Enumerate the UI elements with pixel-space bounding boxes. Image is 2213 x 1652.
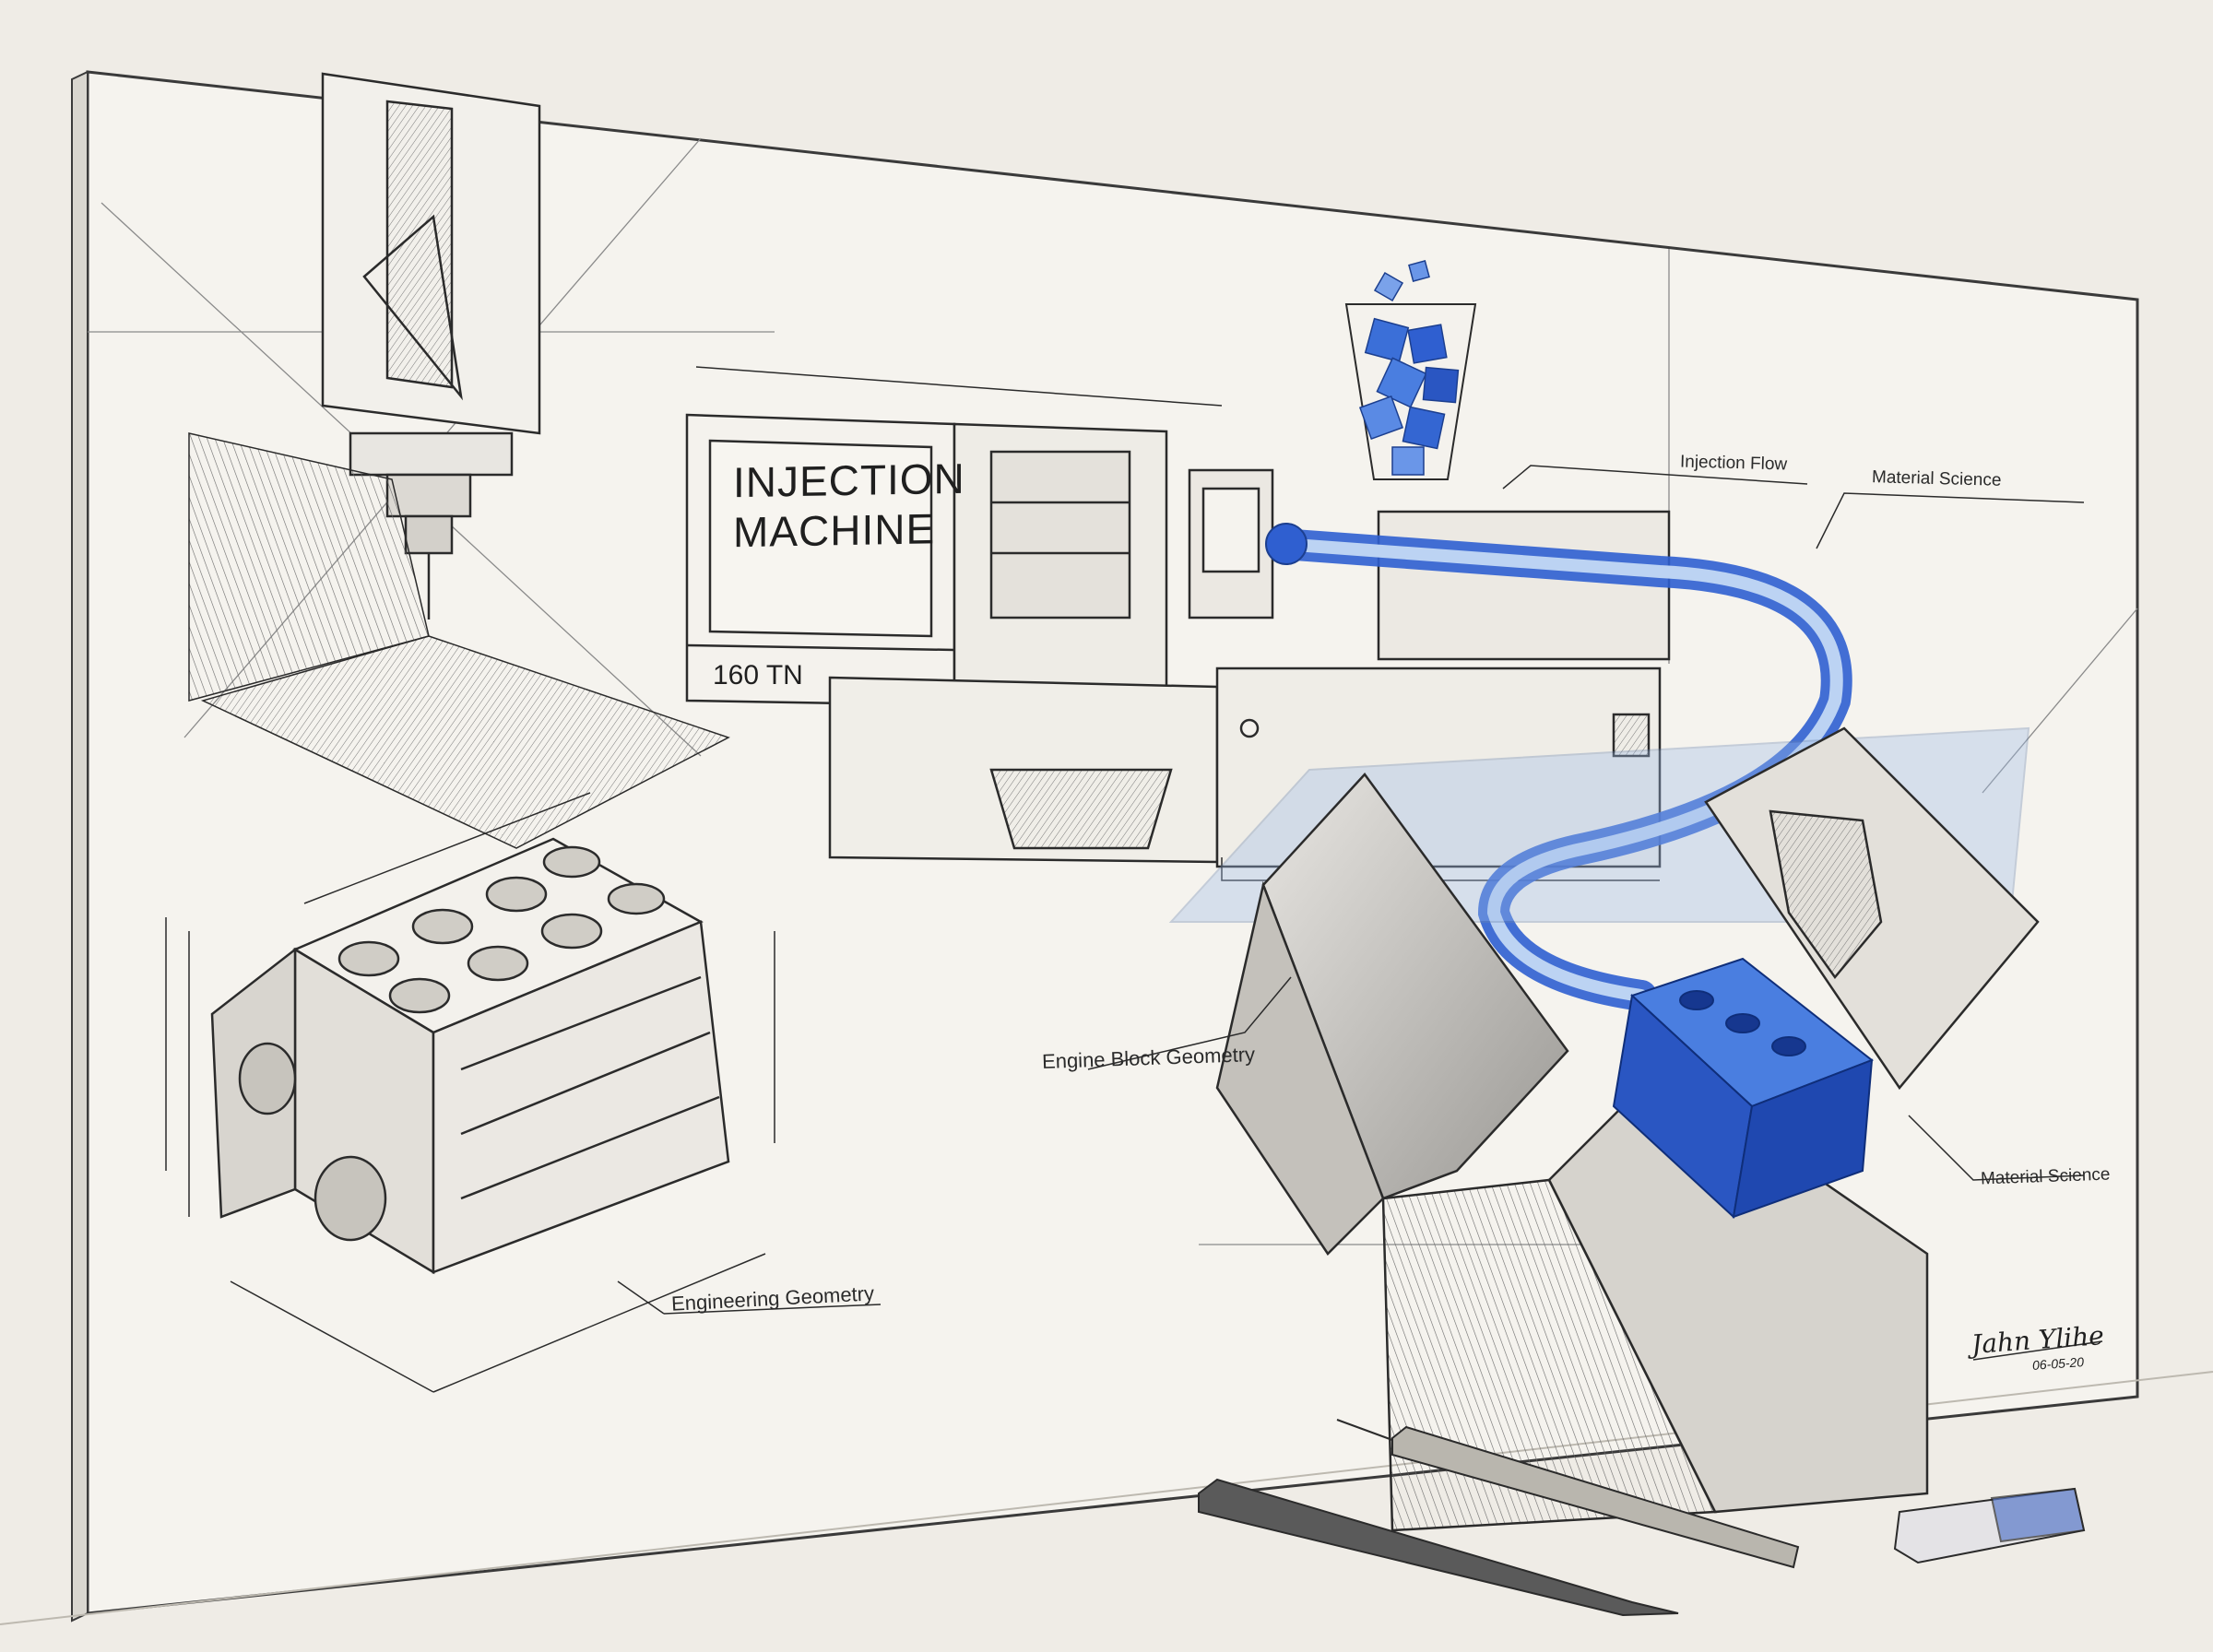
signature-underline (1972, 1340, 2103, 1361)
callout-leaders (1087, 465, 2085, 1181)
blue-engine-block (1612, 957, 1875, 1219)
callout-material-science-top: Material Science (1871, 467, 2002, 490)
machine-title-line2: MACHINE (733, 504, 936, 557)
cnc-spindle (188, 72, 730, 849)
machine-tonnage: 160 TN (713, 660, 803, 690)
injection-flow-tube (1265, 523, 1852, 1011)
polyhedral-blocks (1215, 726, 2040, 1532)
engine-block-sketch (165, 792, 775, 1393)
engineering-geometry-leader (617, 1280, 665, 1315)
signature-date: 06-05-20 (2031, 1354, 2085, 1373)
callout-material-science-side: Material Science (1980, 1164, 2111, 1189)
machine-title-line1: INJECTION (733, 454, 965, 507)
callout-injection-flow: Injection Flow (1679, 452, 1788, 475)
injection-machine (685, 366, 1671, 868)
machine-title: INJECTION MACHINE (733, 454, 965, 560)
hopper-pellets (1344, 260, 1477, 480)
engineering-geometry-underline (663, 1304, 882, 1315)
drawing-tools (1198, 1419, 2086, 1617)
